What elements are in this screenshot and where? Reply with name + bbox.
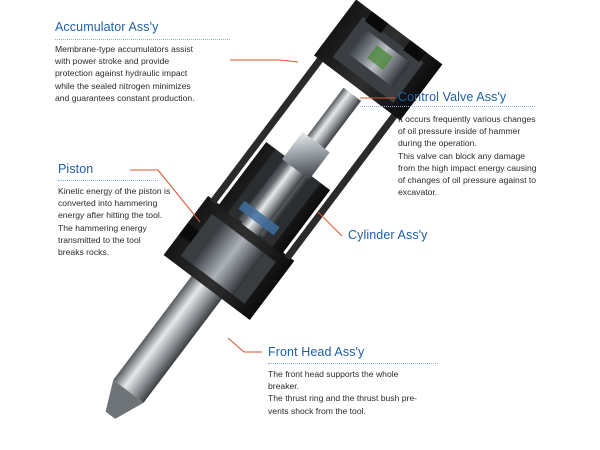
top-port-right (403, 40, 427, 62)
callout-piston: Piston Kinetic energy of the piston is c… (58, 162, 208, 258)
accumulator-line: protection against hydraulic impact (55, 68, 188, 79)
front-head-divider (268, 363, 438, 364)
front-head-line: breaker. (268, 381, 300, 392)
front-head-bush (191, 222, 265, 296)
tie-rod-right (284, 104, 405, 261)
piston-line: transmitted to the tool (58, 234, 141, 245)
front-head-line: vents shock from the tool. (268, 405, 366, 416)
control-valve-line: This valve can block any damage (398, 150, 526, 161)
piston-head (282, 131, 330, 180)
piston-title: Piston (58, 162, 94, 176)
chisel-tip (105, 379, 144, 419)
leader-cylinder (317, 211, 343, 237)
control-valve-line: of oil pressure inside of hammer (398, 126, 521, 137)
piston-line: breaks rocks. (58, 247, 110, 258)
accumulator-line: while the sealed nitrogen minimizes (55, 80, 191, 91)
accumulator-line: and guarantees constant production. (55, 92, 195, 103)
piston-description: Kinetic energy of the piston is converte… (58, 185, 208, 258)
tie-rod-left (210, 48, 331, 205)
accumulator-line: Membrane-type accumulators assist (55, 44, 194, 54)
front-head-line: The front head supports the whole (268, 369, 399, 379)
top-port-left (364, 11, 389, 34)
leader-piston (130, 169, 201, 223)
leader-front-head (227, 337, 262, 353)
control-valve-line: from the high impact energy causing (398, 162, 537, 173)
accumulator-title: Accumulator Ass'y (55, 20, 159, 34)
front-head-pin (179, 223, 199, 243)
piston-line: Kinetic energy of the piston is (58, 186, 171, 196)
callout-cylinder: Cylinder Ass'y (348, 228, 458, 242)
control-valve-title: Control Valve Ass'y (398, 90, 507, 104)
cylinder-title: Cylinder Ass'y (348, 228, 428, 242)
accumulator-description: Membrane-type accumulators assist with p… (55, 43, 255, 104)
leader-lines (130, 59, 395, 353)
piston-divider (58, 180, 158, 181)
front-head-line: The thrust ring and the thrust bush pre- (268, 393, 418, 404)
callout-control-valve: Control Valve Ass'y It occurs frequently… (360, 90, 588, 198)
tool-chisel (113, 268, 228, 403)
control-valve-line: excavator. (398, 187, 438, 198)
control-valve-line: It occurs frequently various changes (398, 114, 536, 124)
callout-accumulator: Accumulator Ass'y Membrane-type accumula… (55, 20, 255, 104)
accumulator-divider (55, 39, 230, 40)
piston-line: energy after hitting the tool. (58, 210, 163, 221)
control-valve-description: It occurs frequently various changes of … (398, 113, 588, 198)
control-valve-line: of changes of oil pressure against to (398, 175, 537, 186)
control-valve-spool (367, 45, 393, 70)
piston-seal (238, 200, 280, 236)
control-valve-line: during the operation. (398, 138, 477, 149)
callout-front-head: Front Head Ass'y The front head supports… (268, 345, 468, 417)
breaker-body (105, 0, 443, 419)
front-head-description: The front head supports the whole breake… (268, 368, 468, 417)
front-head-title: Front Head Ass'y (268, 345, 365, 359)
control-valve-divider (360, 106, 535, 107)
leader-accumulator (230, 59, 299, 63)
piston-line: converted into hammering (58, 198, 158, 209)
accumulator-line: with power stroke and provide (55, 56, 170, 67)
piston-line: The hammering energy (58, 222, 147, 233)
